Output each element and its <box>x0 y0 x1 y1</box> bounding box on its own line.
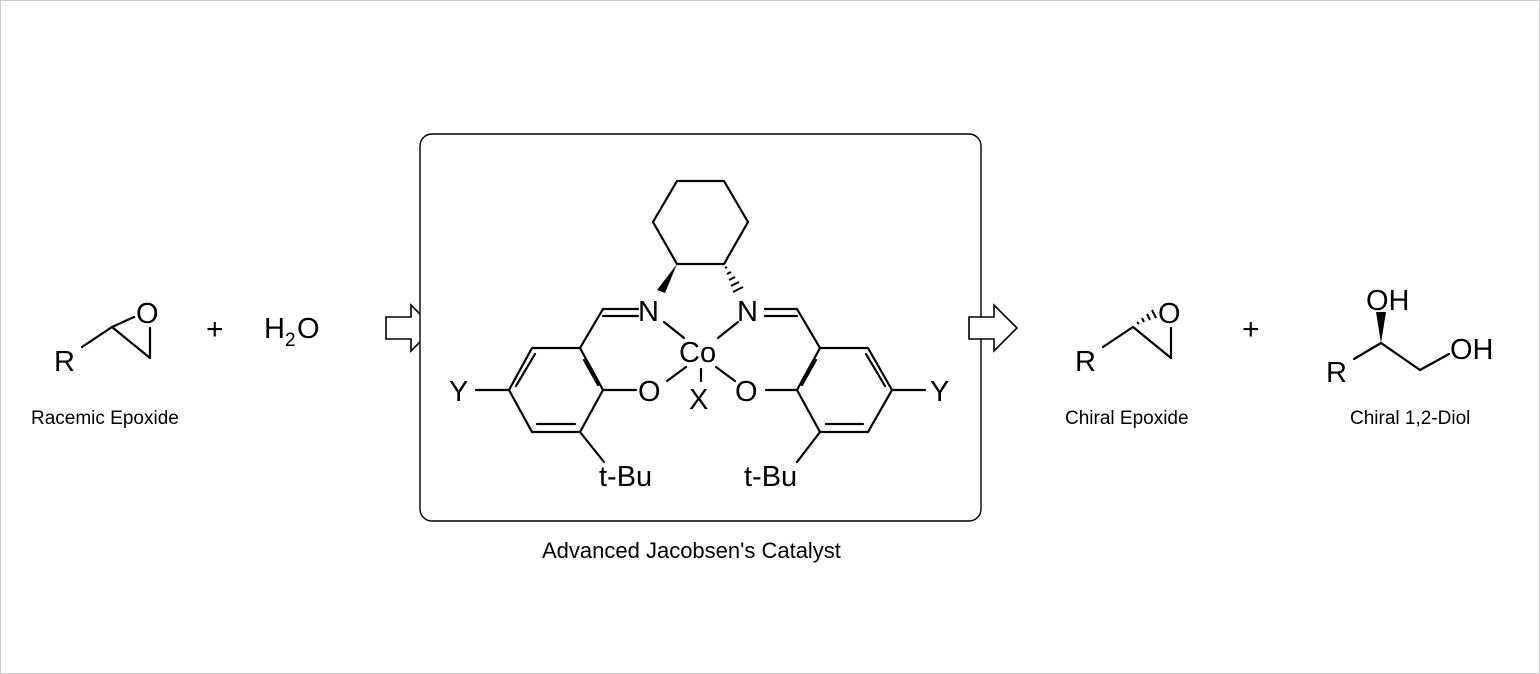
atom-o: O <box>136 298 159 330</box>
atom-oh-top: OH <box>1366 285 1410 317</box>
racemic-epoxide: R O Racemic Epoxide <box>31 298 179 429</box>
chiral-diol: OH OH R Chiral 1,2-Diol <box>1326 285 1494 429</box>
atom-r: R <box>1075 346 1096 378</box>
atom-co: Co <box>679 337 716 369</box>
atom-o-left: O <box>638 376 661 408</box>
plus-sign-right: + <box>1242 313 1260 346</box>
atom-n-left: N <box>638 296 659 328</box>
plus-sign-left: + <box>206 313 224 346</box>
atom-o-water: O <box>297 313 320 345</box>
catalyst-caption: Advanced Jacobsen's Catalyst <box>542 538 841 563</box>
chiral-epoxide: R O Chiral Epoxide <box>1065 298 1189 429</box>
racemic-epoxide-label: Racemic Epoxide <box>31 408 179 429</box>
chiral-epoxide-label: Chiral Epoxide <box>1065 408 1189 429</box>
tbu-right: t-Bu <box>744 461 797 493</box>
atom-y-right: Y <box>930 376 949 408</box>
atom-r: R <box>54 346 75 378</box>
tbu-left: t-Bu <box>599 461 652 493</box>
subscript-2: 2 <box>285 330 296 351</box>
atom-n-right: N <box>737 296 758 328</box>
catalyst-box: N N Co X O O Y Y t-Bu t-Bu <box>419 133 982 522</box>
atom-oh-right: OH <box>1450 334 1494 366</box>
atom-r: R <box>1326 357 1347 389</box>
atom-h: H <box>264 313 285 345</box>
hollow-right-arrow-icon <box>968 303 1019 353</box>
atom-o-right: O <box>735 376 758 408</box>
water: H 2 O <box>264 313 320 351</box>
atom-x: X <box>689 384 708 416</box>
chiral-diol-label: Chiral 1,2-Diol <box>1350 408 1470 429</box>
atom-y-left: Y <box>449 376 468 408</box>
atom-o: O <box>1158 298 1181 330</box>
